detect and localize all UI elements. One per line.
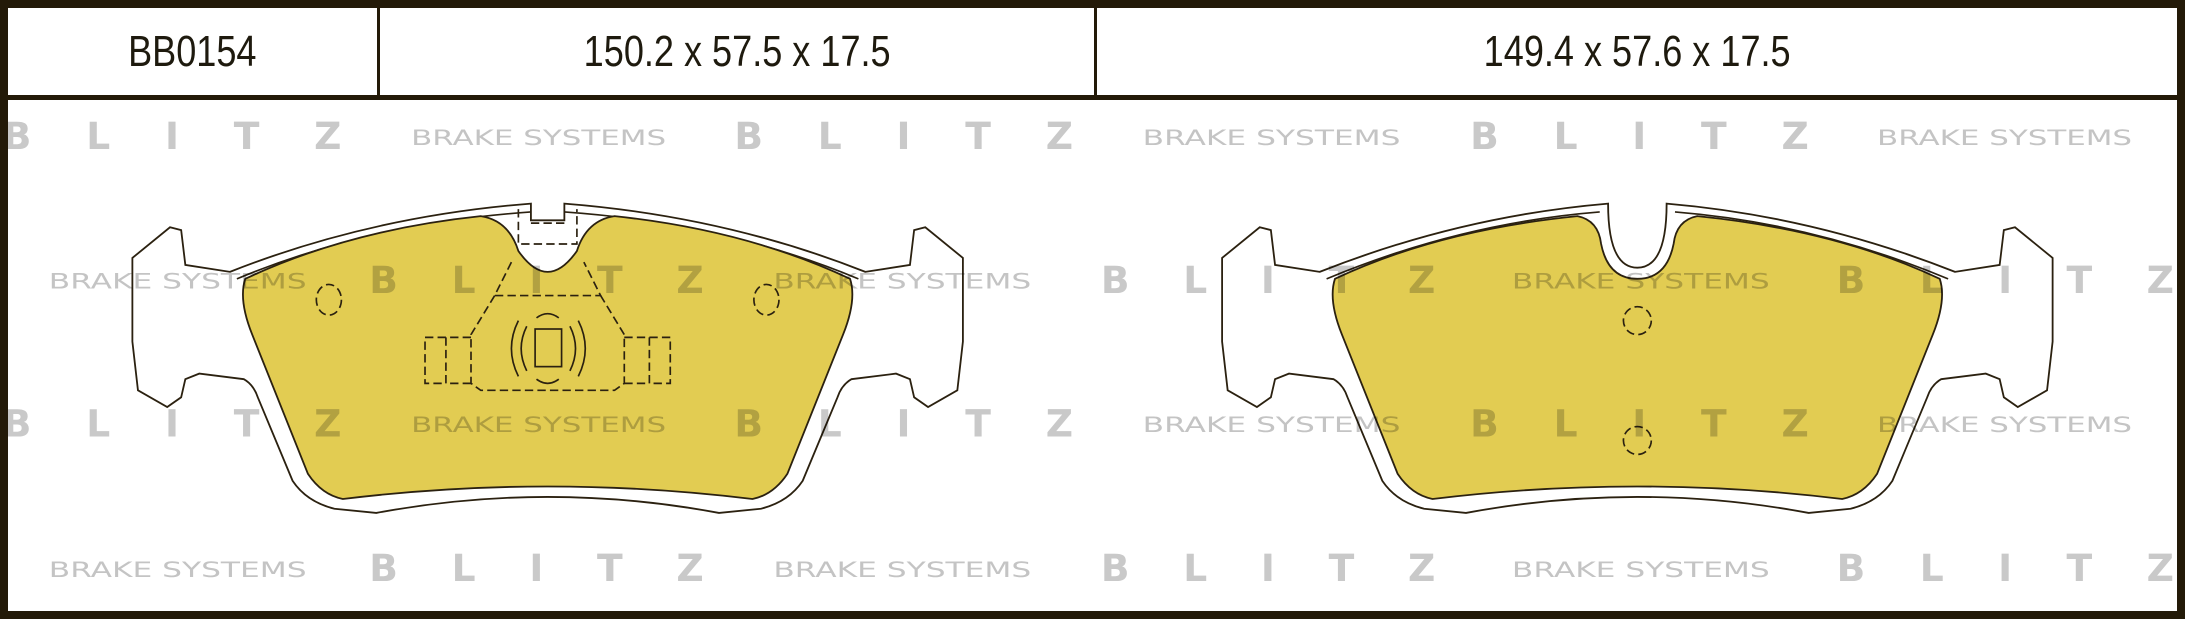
watermark-tagline: BRAKE SYSTEMS bbox=[1512, 558, 1770, 582]
watermark-tagline: BRAKE SYSTEMS bbox=[411, 413, 666, 437]
part-number: BB0154 bbox=[128, 26, 257, 76]
watermark-brand: BLITZ bbox=[734, 114, 1073, 158]
watermark-tagline: BRAKE SYSTEMS bbox=[1877, 126, 2132, 150]
brake-pad-1 bbox=[131, 202, 964, 514]
watermark-brand: BLITZ bbox=[1837, 546, 2174, 590]
watermark-tagline: BRAKE SYSTEMS bbox=[411, 126, 666, 150]
watermark-tagline: BRAKE SYSTEMS bbox=[1877, 413, 2132, 437]
dimensions-2-cell: 149.4 x 57.6 x 17.5 bbox=[1097, 8, 2177, 95]
mounting-hole-right bbox=[753, 283, 780, 316]
mounting-hole-left bbox=[315, 283, 343, 316]
part-number-cell: BB0154 bbox=[8, 8, 380, 95]
watermark-tagline: BRAKE SYSTEMS bbox=[1143, 413, 1401, 437]
dimensions-pad-1: 150.2 x 57.5 x 17.5 bbox=[583, 26, 891, 76]
watermark-tagline: BRAKE SYSTEMS bbox=[1143, 126, 1401, 150]
watermark-brand: BLITZ bbox=[1470, 114, 1809, 158]
watermark-tagline: BRAKE SYSTEMS bbox=[49, 558, 307, 582]
watermark-row-1: BLITZ BRAKE SYSTEMS BLITZ BRAKE SYSTEMS … bbox=[3, 114, 2132, 158]
watermark-brand: BLITZ bbox=[3, 114, 342, 158]
dimensions-pad-2: 149.4 x 57.6 x 17.5 bbox=[1483, 26, 1791, 76]
header-table: BB0154 150.2 x 57.5 x 17.5 149.4 x 57.6 … bbox=[8, 8, 2177, 100]
watermark-tagline: BRAKE SYSTEMS bbox=[1512, 270, 1770, 294]
watermark-brand: BLITZ bbox=[369, 546, 703, 590]
watermark-row-4: BRAKE SYSTEMS BLITZ BRAKE SYSTEMS BLITZ … bbox=[49, 546, 2174, 590]
watermark-tagline: BRAKE SYSTEMS bbox=[773, 270, 1031, 294]
mounting-hole-bottom bbox=[1622, 425, 1653, 456]
brake-pad-2 bbox=[1221, 202, 2054, 514]
watermark-tagline: BRAKE SYSTEMS bbox=[49, 270, 307, 294]
wear-sensor-outline bbox=[424, 209, 672, 392]
watermark-brand: BLITZ bbox=[1101, 546, 1435, 590]
dimensions-1-cell: 150.2 x 57.5 x 17.5 bbox=[380, 8, 1097, 95]
mounting-hole-top bbox=[1622, 305, 1653, 336]
watermark-tagline: BRAKE SYSTEMS bbox=[773, 558, 1031, 582]
